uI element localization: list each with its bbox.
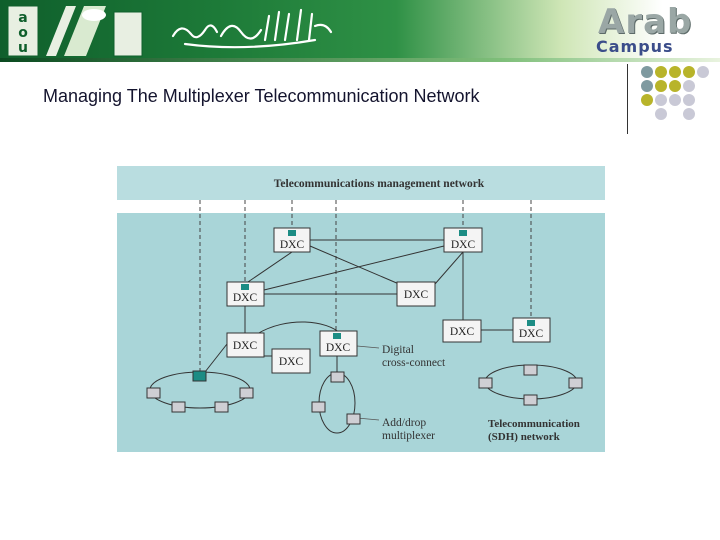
dot-icon	[697, 66, 709, 78]
management-links	[199, 200, 532, 372]
dot-icon	[669, 94, 681, 106]
dxc-label: DXC	[280, 239, 305, 251]
dxc-nodes: DXC DXC DXC DXC DXC DXC DXC	[226, 227, 551, 374]
link	[204, 343, 228, 373]
dxc-marker	[288, 230, 296, 236]
dxc-marker	[241, 284, 249, 290]
dxc-label: DXC	[450, 326, 475, 338]
dxc-node: DXC	[271, 348, 311, 374]
dxc-label: DXC	[279, 356, 304, 368]
tmn-band	[117, 166, 605, 200]
dxc-node: DXC	[226, 281, 265, 307]
slide-title: Managing The Multiplexer Telecommunicati…	[43, 86, 480, 106]
link	[309, 245, 400, 285]
dot-icon	[683, 80, 695, 92]
dot-icon	[655, 108, 667, 120]
link	[434, 251, 464, 285]
callout-line	[356, 417, 380, 421]
callout-line	[356, 345, 380, 349]
arabic-calligraphy-icon	[171, 8, 333, 49]
dxc-label: DXC	[404, 289, 429, 301]
dot-icon	[655, 80, 667, 92]
dxc-node: DXC	[443, 227, 483, 253]
tmn-diagram: Telecommunications management network	[117, 166, 605, 452]
dxc-node: DXC	[273, 227, 311, 253]
callout-telecom: Telecommunication	[488, 418, 580, 430]
dxc-label: DXC	[451, 239, 476, 251]
logo-letter-u: u	[18, 40, 28, 56]
header-strip	[0, 58, 720, 62]
logo-letter-o: o	[18, 25, 28, 41]
dot-icon	[641, 66, 653, 78]
adm-node-managed	[192, 370, 207, 382]
dot-icon	[683, 66, 695, 78]
dxc-label: DXC	[326, 342, 351, 354]
dot-icon	[683, 94, 695, 106]
adm-node	[239, 387, 254, 399]
dxc-marker	[333, 333, 341, 339]
dxc-label: DXC	[233, 340, 258, 352]
callout-cross-connect: cross-connect	[382, 357, 446, 369]
dxc-node: DXC	[396, 281, 436, 307]
network-links	[204, 239, 513, 374]
dxc-node: DXC	[226, 332, 265, 358]
callout-digital: Digital	[382, 344, 414, 356]
adm-node	[478, 377, 493, 389]
dxc-label: DXC	[233, 292, 258, 304]
adm-node	[330, 371, 345, 383]
adm-node	[523, 364, 538, 376]
dot-icon	[683, 108, 695, 120]
tmn-separator	[117, 200, 605, 213]
adm-node	[171, 401, 186, 413]
link	[263, 245, 445, 291]
adm-node	[214, 401, 229, 413]
dxc-node: DXC	[319, 330, 358, 357]
dxc-label: DXC	[519, 328, 544, 340]
adm-nodes	[146, 364, 583, 425]
adm-node	[568, 377, 583, 389]
callout-sdh: (SDH) network	[488, 431, 561, 443]
aou-logo: a o u	[6, 4, 146, 58]
dot-icon	[655, 66, 667, 78]
dxc-node: DXC	[512, 317, 551, 343]
callout-multiplexer: multiplexer	[382, 430, 435, 442]
aou-logo-graphic	[7, 5, 143, 57]
brand-word: Arab	[598, 2, 693, 42]
adm-node	[523, 394, 538, 406]
dot-icon	[641, 94, 653, 106]
link	[244, 251, 293, 285]
tmn-label: Telecommunications management network	[274, 178, 485, 190]
adm-node	[346, 413, 361, 425]
dxc-marker	[527, 320, 535, 326]
dot-icon	[669, 66, 681, 78]
callout-add-drop: Add/drop	[382, 417, 426, 429]
dot-icon	[655, 94, 667, 106]
link	[256, 321, 342, 335]
brand-sub: Campus	[596, 37, 674, 56]
dxc-node: DXC	[442, 319, 482, 343]
dot-icon	[641, 80, 653, 92]
title-divider	[627, 64, 628, 134]
dxc-marker	[459, 230, 467, 236]
callout-lines	[356, 345, 380, 421]
adm-node	[311, 401, 326, 413]
dot-icon	[669, 80, 681, 92]
adm-node	[146, 387, 161, 399]
logo-letter-a: a	[18, 10, 28, 26]
